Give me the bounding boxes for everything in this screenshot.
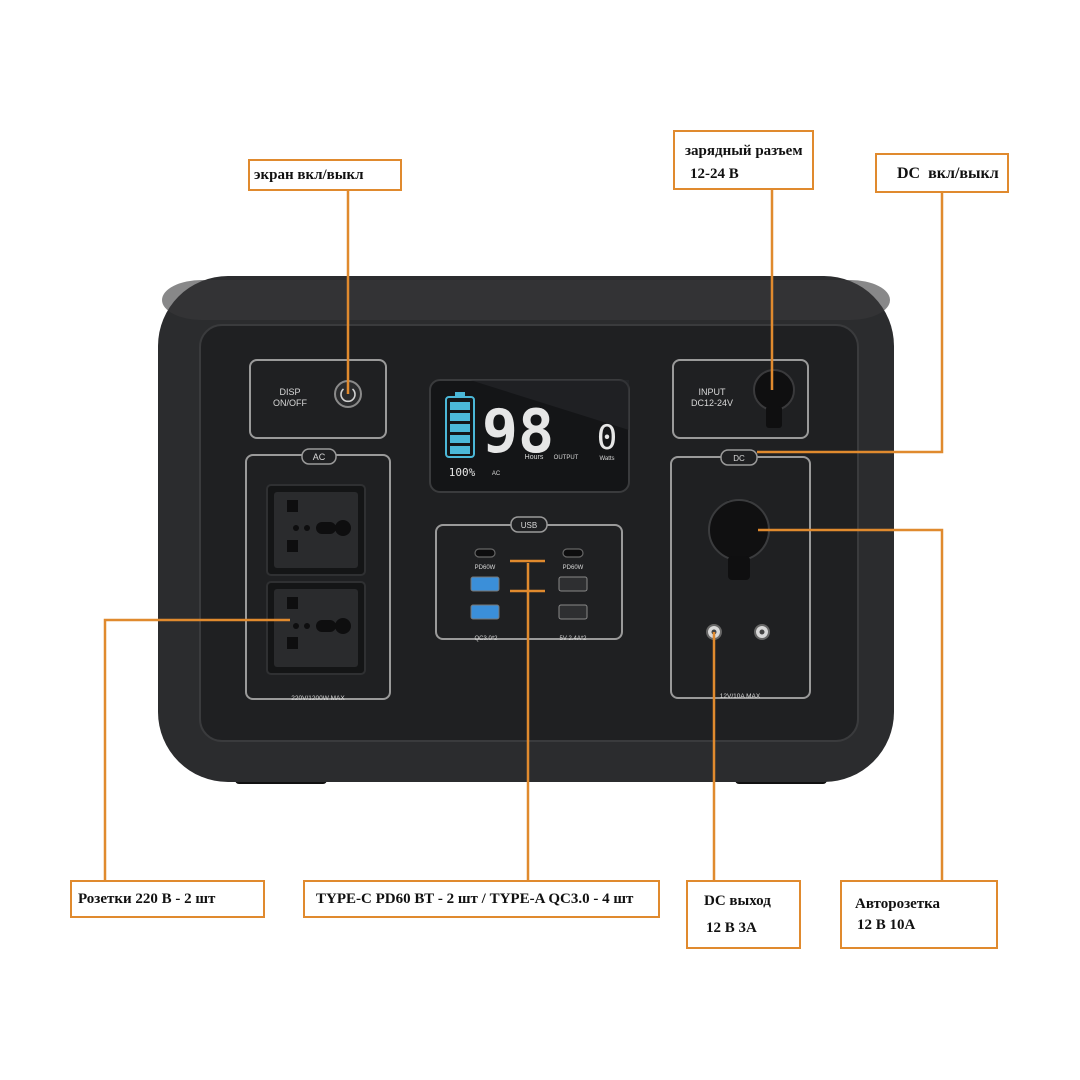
usb5v-label: 5V 2.4A*2 bbox=[559, 636, 587, 642]
usb-c-port-right[interactable] bbox=[562, 548, 584, 558]
usb-a-port-1[interactable] bbox=[558, 576, 588, 592]
usb-a-qc-port-1[interactable] bbox=[470, 576, 500, 592]
callout-display-toggle: экран вкл/выкл bbox=[248, 159, 402, 191]
usb-c-port-left[interactable] bbox=[474, 548, 496, 558]
ac-rating: 220V/1200W MAX bbox=[291, 695, 345, 702]
pd-label-right: PD60W bbox=[563, 565, 584, 571]
disp-label-1: DISP bbox=[279, 387, 300, 397]
hours-unit: Hours bbox=[525, 454, 544, 461]
input-label-2: DC12-24V bbox=[691, 398, 733, 408]
battery-icon bbox=[445, 392, 475, 458]
watts-unit: Watts bbox=[599, 456, 614, 462]
power-icon bbox=[340, 388, 356, 403]
callout-dc-toggle: DC вкл/выкл bbox=[875, 153, 1009, 193]
callout-usb-ports: TYPE-C PD60 ВТ - 2 шт / TYPE-A QC3.0 - 4… bbox=[303, 880, 660, 918]
callout-dc-out: DC выход 12 В 3А bbox=[686, 880, 801, 949]
callout-car-socket: Авторозетка 12 В 10А bbox=[840, 880, 998, 949]
display-power-button[interactable] bbox=[334, 380, 362, 408]
callout-ac-outlets: Розетки 220 В - 2 шт bbox=[70, 880, 265, 918]
ac-indicator: AC bbox=[492, 471, 501, 477]
disp-label-2: ON/OFF bbox=[273, 398, 307, 408]
dc-rating: 12V/10A MAX bbox=[720, 693, 761, 700]
qc-label: QC3.0*2 bbox=[474, 636, 498, 642]
usb-a-qc-port-2[interactable] bbox=[470, 604, 500, 620]
car-socket[interactable] bbox=[708, 499, 770, 580]
ac-outlet-2[interactable] bbox=[266, 581, 366, 675]
dc-tag: DC bbox=[733, 454, 745, 463]
ac-outlet-1[interactable] bbox=[266, 484, 366, 576]
disp-frame bbox=[249, 359, 387, 439]
usb-a-port-2[interactable] bbox=[558, 604, 588, 620]
usb-tag: USB bbox=[521, 521, 537, 530]
callout-charge-port: зарядный разъем 12-24 В bbox=[673, 130, 814, 190]
battery-percent: 100% bbox=[449, 466, 476, 479]
dc-toggle-button[interactable] bbox=[720, 449, 758, 466]
output-label: OUTPUT bbox=[554, 455, 579, 461]
hours-value: 98 bbox=[482, 397, 554, 467]
pd-label-left: PD60W bbox=[475, 565, 496, 571]
input-label-1: INPUT bbox=[699, 387, 727, 397]
watts-value: 0 bbox=[597, 418, 617, 458]
ac-tag: AC bbox=[313, 452, 326, 462]
